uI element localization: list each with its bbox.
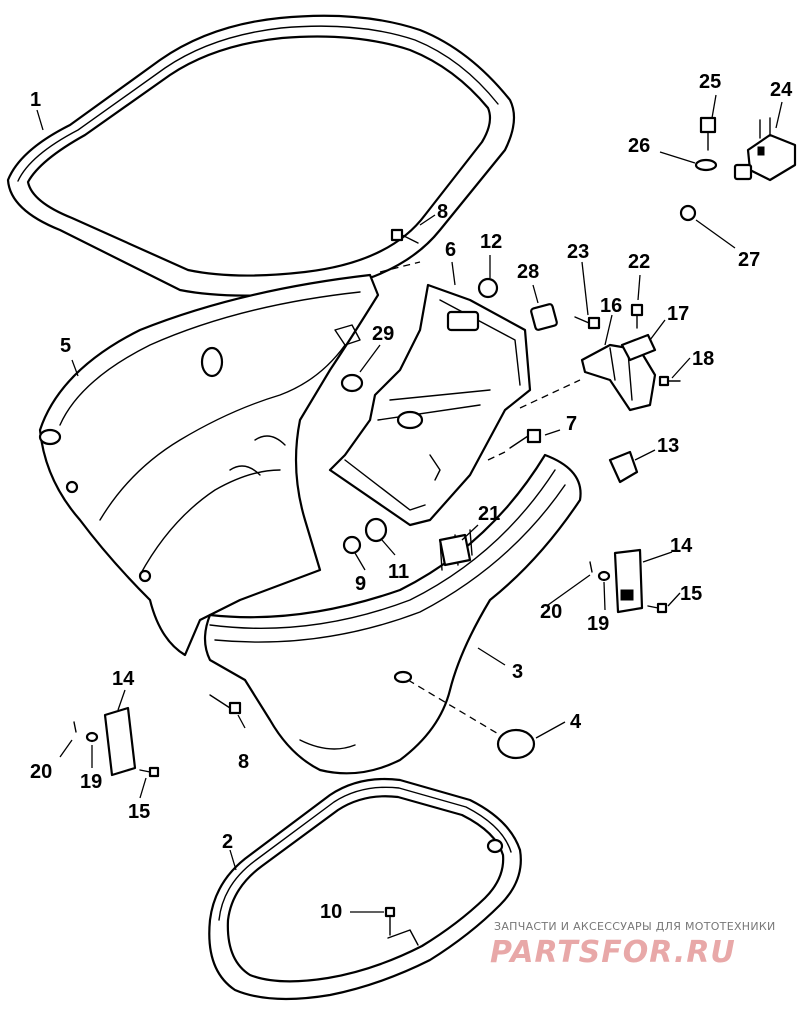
callout-15-left: 15 xyxy=(128,801,150,823)
callout-19-left: 19 xyxy=(80,771,102,793)
callout-22: 22 xyxy=(628,251,650,273)
callout-24: 24 xyxy=(770,79,793,101)
callout-20-right: 20 xyxy=(540,601,562,623)
callout-27: 27 xyxy=(738,249,760,271)
leader-lines xyxy=(36,94,783,913)
callout-2: 2 xyxy=(222,831,233,853)
part-20-spring-right xyxy=(589,561,593,573)
callout-15-right: 15 xyxy=(680,583,702,605)
callout-4: 4 xyxy=(570,711,582,733)
part-16-latch xyxy=(580,343,657,412)
callout-28: 28 xyxy=(517,261,539,283)
part-22-screw xyxy=(630,303,644,329)
part-20-spring-left xyxy=(73,721,77,733)
watermark-logo: PARTSFOR.RU xyxy=(490,935,736,970)
callout-5: 5 xyxy=(60,335,71,357)
callout-3: 3 xyxy=(512,661,523,683)
part-9-pin xyxy=(342,535,362,555)
callout-20-left: 20 xyxy=(30,761,52,783)
part-14-plate-left xyxy=(103,706,137,777)
part-14-plate-right xyxy=(613,548,644,614)
part-15-screw-left xyxy=(139,766,160,778)
callout-16: 16 xyxy=(600,295,622,317)
part-6-bracket xyxy=(328,283,532,527)
part-23-screw xyxy=(574,316,601,330)
watermark-tagline: ЗАПЧАСТИ И АКСЕССУАРЫ ДЛЯ МОТОТЕХНИКИ xyxy=(494,920,776,933)
part-7-bolt xyxy=(509,428,542,449)
callout-7: 7 xyxy=(566,413,577,435)
part-8-screw-upper xyxy=(390,228,419,244)
callout-14-right: 14 xyxy=(670,535,693,557)
watermark: ЗАПЧАСТИ И АКСЕССУАРЫ ДЛЯ МОТОТЕХНИКИ PA… xyxy=(490,920,776,970)
callout-21: 21 xyxy=(478,503,500,525)
part-11-grommet xyxy=(364,517,388,543)
part-28-pad xyxy=(530,303,558,331)
callout-12: 12 xyxy=(480,231,502,253)
part-24-fuel-connector xyxy=(733,117,797,182)
callout-17: 17 xyxy=(667,303,689,325)
callout-25: 25 xyxy=(699,71,721,93)
part-21-plate xyxy=(438,533,472,567)
callout-14-left: 14 xyxy=(112,668,135,690)
part-29-grommet xyxy=(340,373,364,393)
part-5-cowl-half xyxy=(38,273,380,657)
part-13-clip xyxy=(608,450,639,484)
part-2-bottom-seal xyxy=(208,777,522,1001)
callout-23: 23 xyxy=(567,241,589,263)
callout-labels: 1 2 3 4 5 6 7 8 8 9 10 11 12 13 14 14 15… xyxy=(30,71,793,923)
callout-29: 29 xyxy=(372,323,394,345)
callout-9: 9 xyxy=(355,573,366,595)
callout-18: 18 xyxy=(692,348,714,370)
callout-10: 10 xyxy=(320,901,342,923)
callout-13: 13 xyxy=(657,435,679,457)
part-26-washer xyxy=(694,158,718,172)
callout-6: 6 xyxy=(445,239,456,261)
part-18-screw xyxy=(658,375,681,387)
callout-11: 11 xyxy=(388,561,409,583)
part-19-washer-left xyxy=(85,731,99,743)
part-27-washer xyxy=(679,204,697,222)
callout-19-right: 19 xyxy=(587,613,609,635)
part-8-screw-lower xyxy=(209,694,242,715)
part-15-screw-right xyxy=(647,602,668,614)
callout-8-lower: 8 xyxy=(238,751,249,773)
part-12-grommet xyxy=(477,277,499,299)
part-3-lower-cowl xyxy=(203,453,582,775)
part-10-screw xyxy=(384,906,396,936)
part-19-washer-right xyxy=(597,570,611,582)
callout-8-upper: 8 xyxy=(437,201,448,223)
part-25-screw xyxy=(699,116,717,151)
callout-1: 1 xyxy=(30,89,41,111)
callout-26: 26 xyxy=(628,135,650,157)
part-17-bracket xyxy=(620,333,657,362)
part-1-top-seal xyxy=(6,14,516,297)
part-4-plug xyxy=(496,728,536,760)
